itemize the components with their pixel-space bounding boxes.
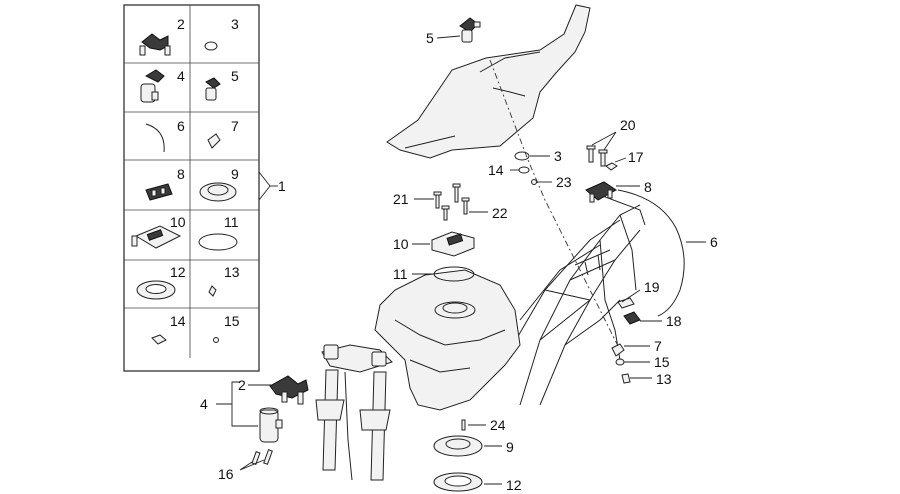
callout-5-seat-lock: 5 [426,30,434,46]
callout-1: 1 [278,178,286,194]
screw-24 [461,419,466,431]
bush-7 [611,343,625,357]
panel-label-8: 8 [177,166,185,182]
callout-17-nut: 17 [628,149,644,165]
key-2 [269,375,309,405]
panel-label-13: 13 [224,264,240,280]
panel-nut-14-icon [151,334,167,345]
rider-seat [386,4,591,159]
bolts-20 [586,145,608,167]
callout-21-bolt: 21 [393,191,409,207]
panel-label-2: 2 [177,16,185,32]
screw-13 [621,373,631,384]
callout-19-lever: 19 [644,279,660,295]
callout-2-key: 2 [238,377,246,393]
screw-23 [531,179,537,185]
panel-label-14: 14 [170,313,186,329]
panel-label-6: 6 [177,118,185,134]
callout-3-ring: 3 [554,148,562,164]
callout-18-latch: 18 [666,313,682,329]
latch-18 [623,311,641,325]
assembly-axis-line [489,59,621,351]
panel-label-3: 3 [231,16,239,32]
callout-23-screw: 23 [556,174,572,190]
screws-16 [251,449,273,465]
panel-cable-icon [145,123,165,153]
panel-label-12: 12 [170,264,186,280]
panel-label-9: 9 [231,166,239,182]
panel-gasket-icon [136,280,176,300]
callout-22-bolt: 22 [492,205,508,221]
callout-4-ignition: 4 [200,396,208,412]
panel-cap-icon [131,225,182,249]
panel-nut-15-icon [213,337,219,343]
panel-label-7: 7 [231,118,239,134]
callout-9-flange: 9 [506,439,514,455]
callout-20-bolts: 20 [620,117,636,133]
ring-11 [433,266,475,282]
gasket-12 [433,472,483,492]
panel-label-15: 15 [224,313,240,329]
panel-label-5: 5 [231,68,239,84]
panel-key-icon [139,33,171,56]
callout-16-screws: 16 [218,466,234,482]
panel-ignition-icon [140,69,165,103]
callout-12-gasket: 12 [506,477,522,493]
panel-ring-11-icon [198,233,238,251]
fuel-tank [374,269,521,411]
panel-flange-icon [199,182,237,202]
trellis-frame [509,194,646,406]
seat-lock-assembly [459,17,481,43]
seat-latch-bracket-8 [585,181,617,203]
callout-15-nut: 15 [654,354,670,370]
nut-17 [605,162,618,171]
callout-14-washer: 14 [488,162,504,178]
panel-bracket-icon [145,183,173,201]
washer-14 [518,166,530,174]
callout-11-ring: 11 [393,266,408,282]
panel-label-10: 10 [170,214,186,230]
callout-24-screw: 24 [490,417,506,433]
panel-label-11: 11 [224,214,239,230]
callout-10-cap: 10 [393,236,409,252]
callout-13-screw: 13 [656,371,672,387]
fuel-pump-flange-9 [433,435,483,457]
seat-release-cable [617,189,685,317]
front-forks [315,344,393,481]
panel-label-4: 4 [177,68,185,84]
bolts-21-22 [433,183,470,221]
fuel-cap-10 [431,231,475,257]
ignition-switch-4 [259,407,283,443]
panel-bush-icon [207,133,221,149]
panel-ring-3-icon [204,41,218,51]
callout-7-bush: 7 [654,338,662,354]
callout-8-bracket: 8 [644,179,652,195]
callout-6-cable: 6 [710,234,718,250]
panel-seat-lock-icon [205,77,221,101]
panel-screw-13-icon [208,285,217,297]
parts-kit-panel: 1 2 3 4 5 6 7 8 9 10 11 12 13 14 15 [123,4,286,372]
nut-15 [615,358,625,366]
ring-3 [514,151,530,161]
